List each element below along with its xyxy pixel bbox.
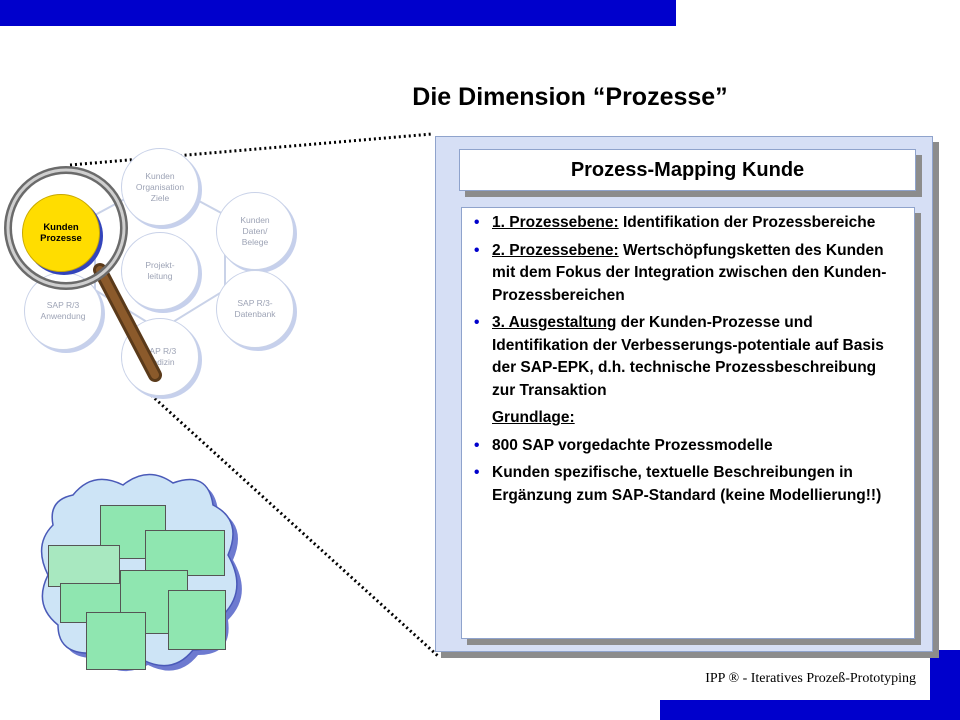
item-text: Wertschöpfungsketten des Kunden mit dem … (492, 241, 887, 304)
page-title: Die Dimension “Prozesse” (412, 83, 728, 111)
footer-text: IPP ® - Iteratives Prozeß-Prototyping (648, 658, 930, 700)
list-item: • 800 SAP vorgedachte Prozessmodelle (474, 435, 902, 458)
list-item: • 3. Ausgestaltung der Kunden-Prozesse u… (474, 312, 902, 402)
top-bar (0, 0, 676, 26)
process-model-3 (145, 530, 225, 576)
panel-content: • 1. Prozessebene: Identifikation der Pr… (461, 207, 915, 639)
process-model-6 (86, 612, 146, 670)
panel-title: Prozess-Mapping Kunde (459, 149, 916, 191)
circle-projektleitung: Projekt- leitung (121, 232, 199, 310)
bullet-icon: • (474, 241, 480, 259)
bullet-icon: • (474, 464, 480, 481)
bullet-icon: • (474, 436, 480, 454)
item-text: 800 SAP vorgedachte Prozessmodelle (492, 436, 773, 454)
item-heading: 2. Prozessebene: (492, 241, 619, 259)
circle-daten: Kunden Daten/ Belege (216, 192, 294, 270)
bullet-icon: • (474, 314, 480, 331)
grundlage-label: Grundlage: (492, 409, 575, 426)
item-heading: 3. Ausgestaltung (492, 314, 617, 331)
list-item: • 1. Prozessebene: Identifikation der Pr… (474, 212, 902, 235)
item-text: der Kunden-Prozesse und Identifikation d… (492, 314, 884, 399)
item-text: Kunden spezifische, textuelle Beschreibu… (492, 464, 882, 504)
circle-kunden-prozesse: Kunden Prozesse (22, 194, 100, 272)
item-text: Identifikation der Prozessbereiche (618, 214, 876, 231)
list-item: • Kunden spezifische, textuelle Beschrei… (474, 462, 902, 507)
circle-organisation: Kunden Organisation Ziele (121, 148, 199, 226)
magnifier-icon (4, 166, 162, 382)
process-model-7 (168, 590, 226, 650)
circle-datenbank: SAP R/3- Datenbank (216, 270, 294, 348)
bullet-icon: • (474, 214, 480, 231)
list-item: • 2. Prozessebene: Wertschöpfungsketten … (474, 240, 902, 308)
process-model-2 (48, 545, 120, 587)
item-heading: 1. Prozessebene: (492, 214, 619, 231)
